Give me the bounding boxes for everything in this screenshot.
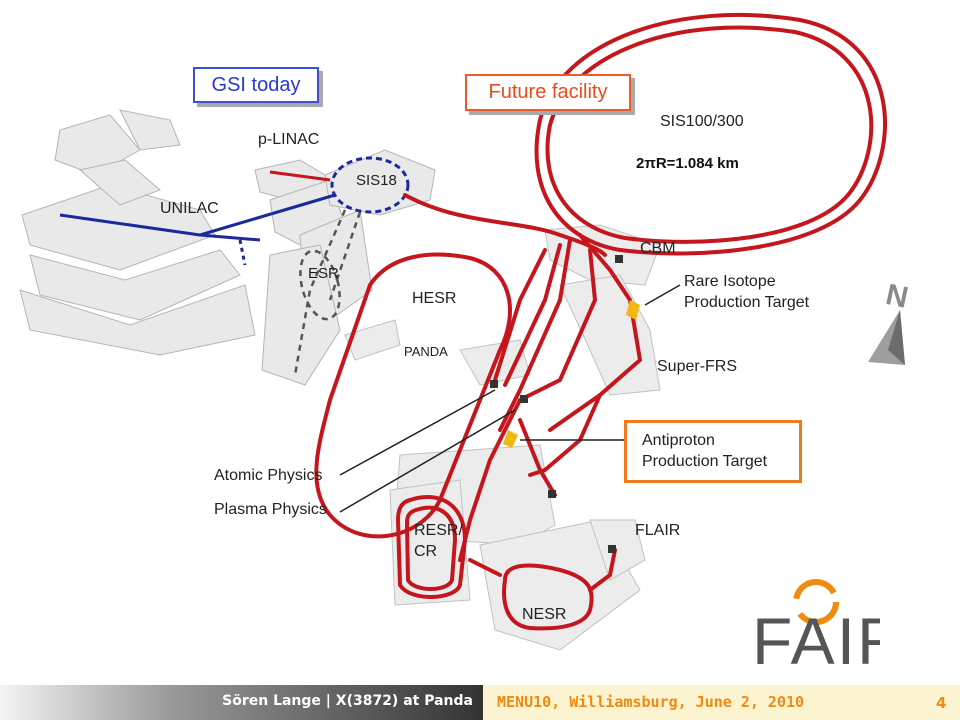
- sis100-label: SIS100/300: [660, 113, 744, 130]
- super-frs-label: Super-FRS: [657, 358, 738, 375]
- antiproton-target-box: [624, 420, 802, 483]
- rare-isotope-label-2: Production Target: [684, 294, 810, 311]
- rare-isotope-label-1: Rare Isotope: [684, 273, 776, 290]
- antiproton-label-1: Antiproton: [642, 432, 715, 449]
- unilac-label: UNILAC: [160, 200, 219, 217]
- resr-cr-label-2: CR: [414, 543, 438, 560]
- slide-footer: Sören Lange | X(3872) at Panda MENU10, W…: [0, 685, 960, 720]
- p-linac-line: [269, 170, 331, 182]
- panda-label: PANDA: [404, 344, 448, 359]
- gsi-buildings: [19, 109, 436, 386]
- future-facility-callout: Future facility: [465, 74, 631, 111]
- hesr-label: HESR: [412, 290, 457, 307]
- fair-logo-text: FAIR: [752, 604, 880, 670]
- north-arrow-icon: [868, 310, 905, 365]
- flair-label: FLAIR: [635, 522, 681, 539]
- esr-beamlines: [293, 209, 362, 376]
- fair-beamlines: [314, 12, 887, 631]
- footer-conference: MENU10, Williamsburg, June 2, 2010: [497, 693, 805, 711]
- fair-logo: FAIR: [752, 579, 880, 670]
- nesr-label: NESR: [522, 606, 567, 623]
- future-facility-label: Future facility: [488, 81, 608, 103]
- atomic-physics-label: Atomic Physics: [214, 467, 323, 484]
- cbm-label: CBM: [640, 240, 676, 257]
- gsi-beamlines: [59, 156, 410, 266]
- esr-label: ESR: [308, 265, 339, 282]
- circumference-label: 2πR=1.084 km: [636, 155, 739, 172]
- antiproton-label-2: Production Target: [642, 453, 768, 470]
- footer-conference-bar: [483, 685, 960, 720]
- gsi-today-label: GSI today: [211, 73, 301, 96]
- footer-author: Sören Lange | X(3872) at Panda: [222, 693, 473, 709]
- gsi-today-callout: GSI today: [193, 67, 319, 103]
- plasma-physics-label: Plasma Physics: [214, 501, 327, 518]
- leader-lines: [339, 284, 681, 513]
- p-linac-label: p-LINAC: [258, 131, 320, 148]
- footer-author-bar: [0, 685, 483, 720]
- resr-cr-label-1: RESR/: [414, 522, 463, 539]
- sis18-label: SIS18: [356, 172, 397, 189]
- footer-page-number: 4: [936, 694, 947, 712]
- target-markers: [490, 255, 640, 553]
